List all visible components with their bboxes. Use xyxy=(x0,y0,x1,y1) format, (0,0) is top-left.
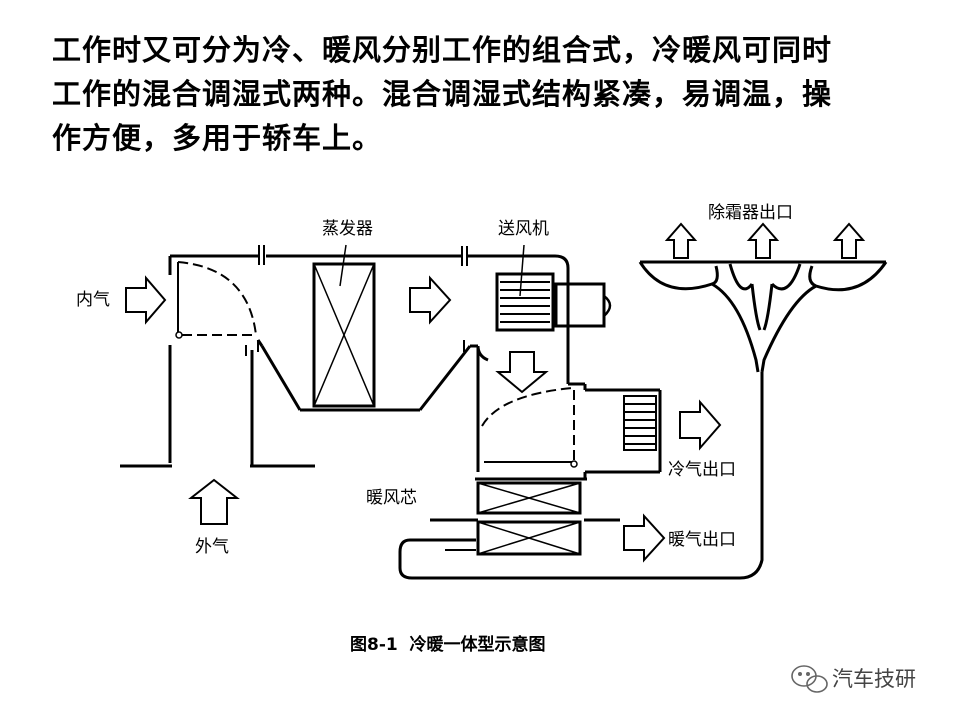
flow-arrows xyxy=(125,222,866,563)
label-warm-outlet: 暖气出口 xyxy=(668,530,736,550)
warm-outlet-arrow xyxy=(623,513,666,563)
watermark: 汽车技研 xyxy=(791,665,916,693)
evaporator-core xyxy=(312,244,376,408)
defrost-arrow-right xyxy=(832,222,866,259)
wechat-icon xyxy=(791,665,828,693)
paragraph-line-2: 工作的混合调湿式两种。混合调湿式结构紧凑，易调温，操 xyxy=(52,77,833,111)
label-heater-core: 暖风芯 xyxy=(366,488,417,508)
label-outer-air: 外气 xyxy=(195,537,229,557)
blower-motor xyxy=(554,282,612,328)
label-inner-air: 内气 xyxy=(76,290,110,310)
cold-outlet-arrow xyxy=(679,399,722,451)
figure-caption: 图8-1 冷暖一体型示意图 xyxy=(350,634,546,655)
label-cold-outlet: 冷气出口 xyxy=(668,460,736,480)
defrost-manifold xyxy=(638,260,888,373)
label-blower: 送风机 xyxy=(498,219,549,239)
body-paragraph: 工作时又可分为冷、暖风分别工作的组合式，冷暖风可同时 工作的混合调湿式两种。混合… xyxy=(52,28,902,160)
blower-down-arrow xyxy=(495,351,549,394)
inner-air-arrow xyxy=(125,275,167,325)
paragraph-line-1: 工作时又可分为冷、暖风分别工作的组合式，冷暖风可同时 xyxy=(52,33,833,67)
cold-outlet-grille xyxy=(623,395,657,451)
mixing-chamber xyxy=(475,345,662,481)
intake-duct xyxy=(120,245,315,468)
intake-damper xyxy=(175,261,257,339)
defrost-arrow-center xyxy=(746,222,780,259)
label-defrost-outlet: 除霜器出口 xyxy=(708,203,793,223)
heater-core xyxy=(430,481,620,556)
return-duct xyxy=(398,372,764,580)
label-evaporator: 蒸发器 xyxy=(322,219,373,239)
watermark-text: 汽车技研 xyxy=(832,667,916,691)
paragraph-line-3: 作方便，多用于轿车上。 xyxy=(52,121,383,155)
evaporator-flow-arrow xyxy=(409,275,452,325)
blower-fan xyxy=(495,244,555,332)
outer-air-arrow xyxy=(188,478,240,525)
evaporator-housing xyxy=(256,246,570,412)
air-mix-door xyxy=(481,387,578,468)
defrost-arrow-left xyxy=(664,222,698,259)
